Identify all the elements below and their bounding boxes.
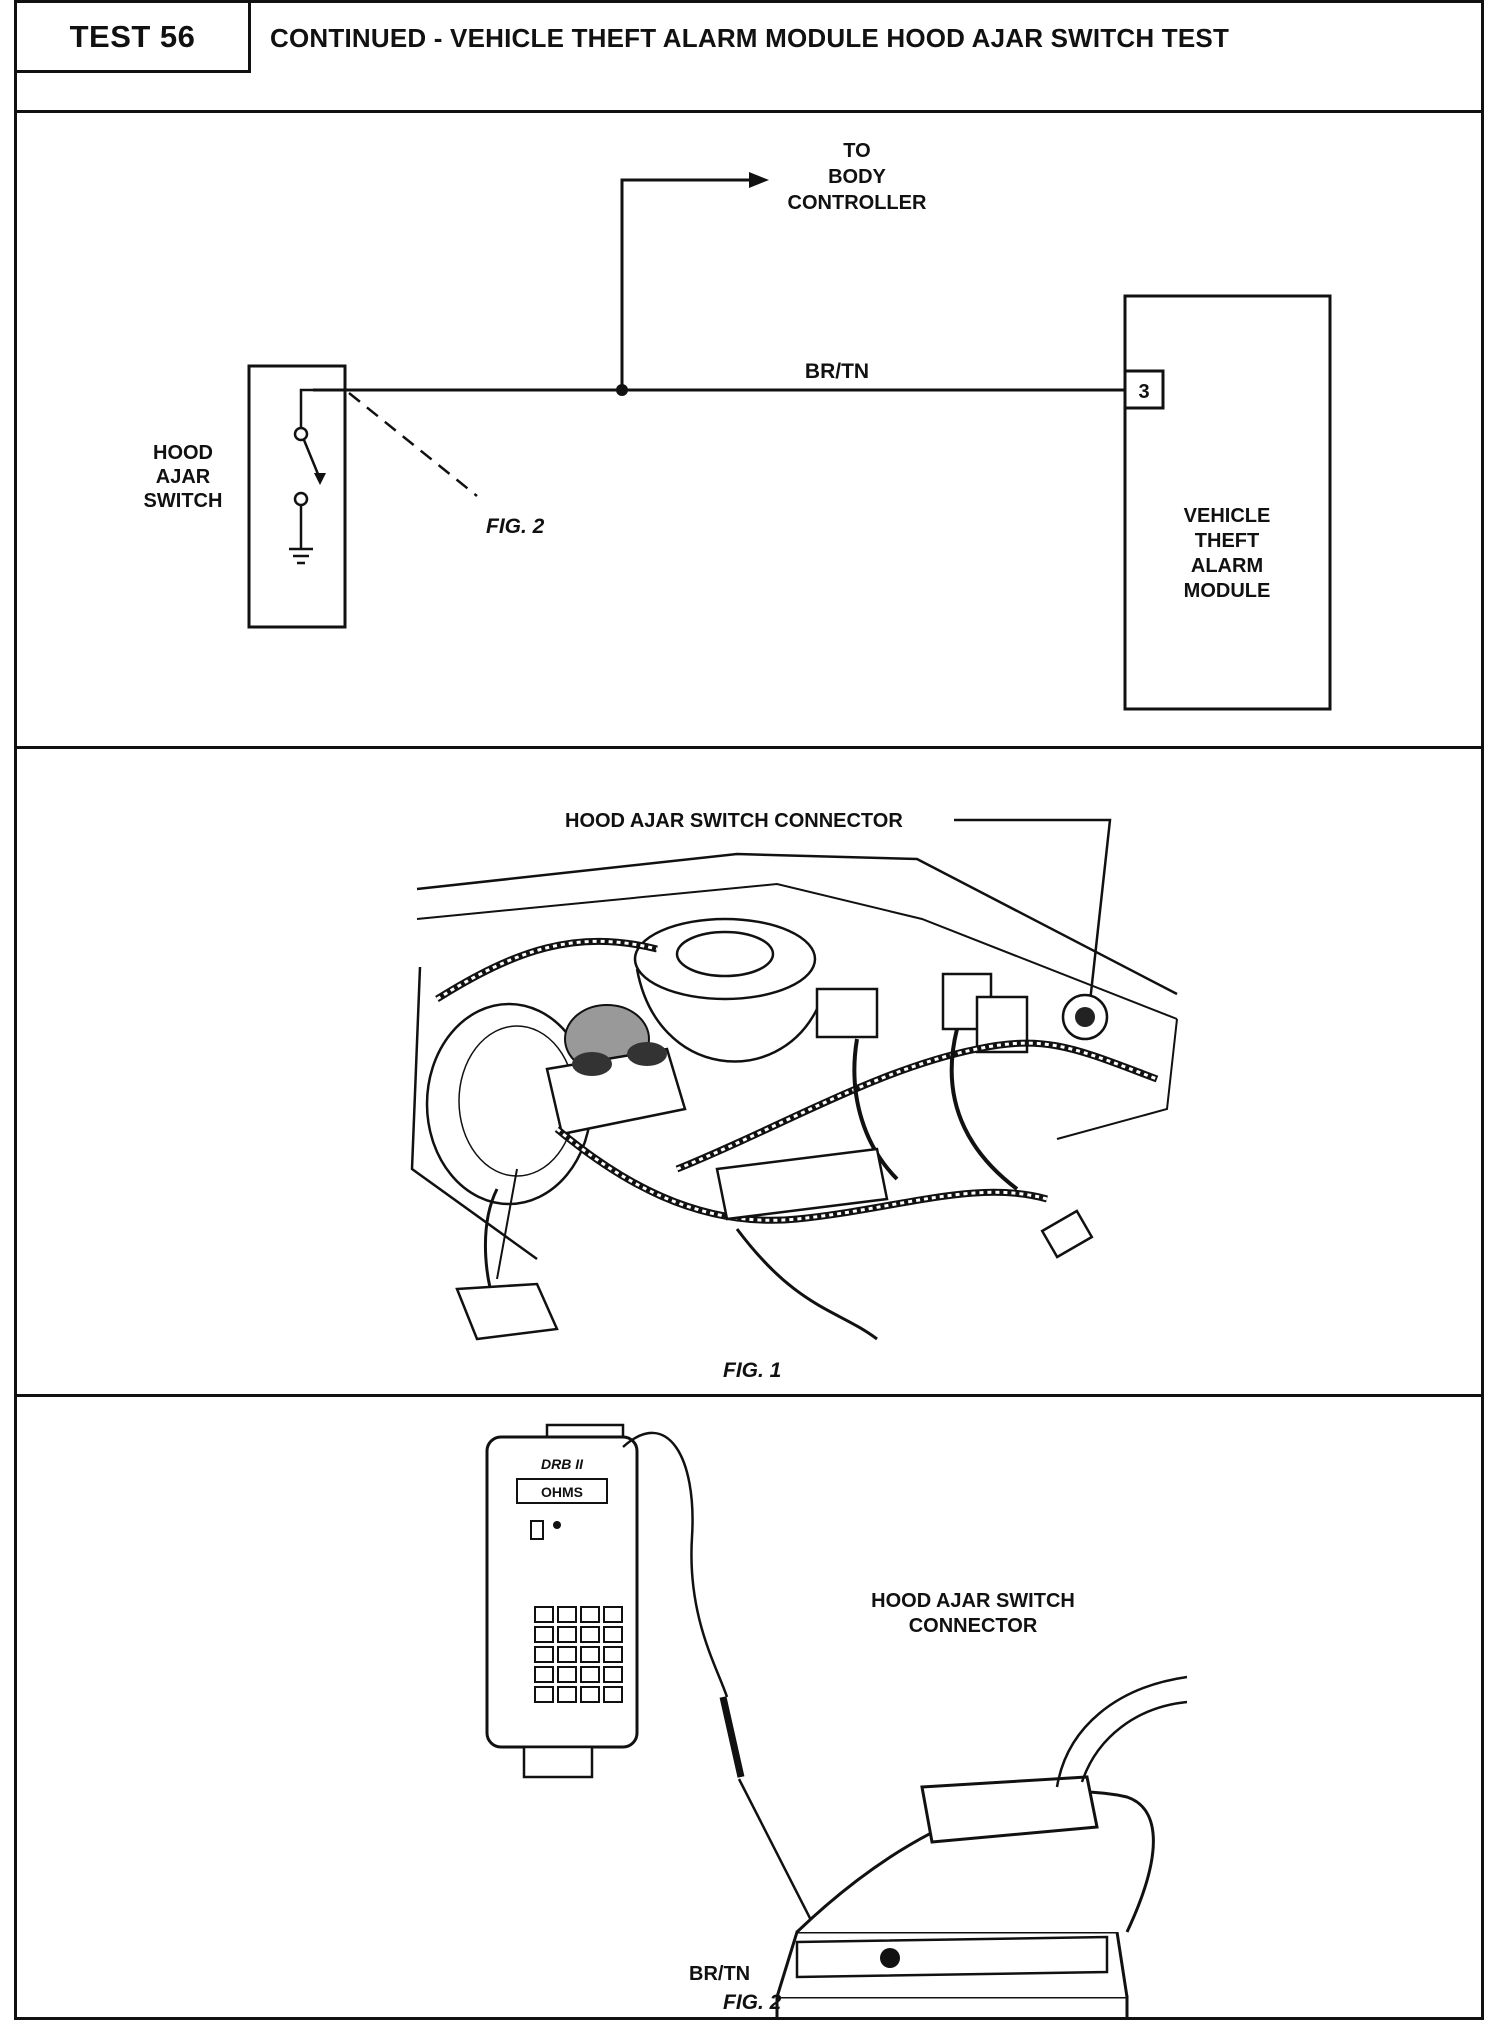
tester-illustration: DRB II OHMS BR/TN [485,1423,1188,2017]
pin-number: 3 [1138,381,1149,403]
to-label-1: TO [843,140,870,162]
tester-keypad [534,1606,623,1703]
wire-label: BR/TN [805,360,869,383]
to-label-2: BODY [828,166,886,188]
connector-callout: HOOD AJAR SWITCH CONNECTOR [565,810,903,832]
switch-label-1: HOOD [153,442,213,464]
relay-1 [815,987,879,1039]
connector-label-2: CONNECTOR [909,1615,1038,1637]
module-label-3: ALARM [1191,555,1263,577]
fig2-reference: FIG. 2 [486,515,545,538]
tester-brand: DRB II [541,1456,584,1472]
wire-label-fig2: BR/TN [689,1963,750,1985]
page-frame: TEST 56 CONTINUED - VEHICLE THEFT ALARM … [14,0,1484,2020]
page-title: CONTINUED - VEHICLE THEFT ALARM MODULE H… [270,23,1230,53]
junction-block [715,1147,889,1221]
test-number: TEST 56 [17,3,251,73]
tester-panel: DRB II OHMS BR/TN [17,1397,1481,2017]
proportioning-valve [455,1282,559,1341]
engine-bay-panel: HOOD AJAR SWITCH CONNECTOR [17,749,1481,1397]
engine-bay-illustration: HOOD AJAR SWITCH CONNECTOR [410,810,1178,1382]
switch-contact-top [293,426,309,442]
tester-lead [622,1431,729,1698]
module-label-4: MODULE [1184,580,1271,602]
switch-label-2: AJAR [156,466,211,488]
fig2-caption: FIG. 2 [723,1991,782,2014]
alarm-module-box [1123,294,1332,711]
switch-label-3: SWITCH [144,490,223,512]
arrow-to-body-controller [749,172,769,188]
fig1-caption: FIG. 1 [723,1359,781,1382]
wiring-schematic: 3 BR/TN HOOD AJAR SWITCH TO BODY CONTROL… [144,140,1332,711]
module-label-2: THEFT [1195,530,1259,552]
branch-wire [620,178,752,390]
switch-box [247,364,347,629]
br-tn-terminal [880,1948,900,1968]
switch-connector-base [775,1995,1129,2017]
pin-box [1123,369,1165,410]
switch-contact-bottom [293,491,309,507]
probe-handle [719,1696,745,1778]
fig2-leader [348,392,478,497]
module-label-1: VEHICLE [1184,505,1271,527]
header: TEST 56 CONTINUED - VEHICLE THEFT ALARM … [17,3,1481,113]
tester-display [516,1478,608,1504]
tester-display-text: OHMS [541,1484,583,1500]
schematic-panel: 3 BR/TN HOOD AJAR SWITCH TO BODY CONTROL… [17,113,1481,749]
to-label-3: CONTROLLER [788,192,927,214]
connector-label-1: HOOD AJAR SWITCH [871,1590,1075,1612]
callout-leader [954,818,1112,1012]
